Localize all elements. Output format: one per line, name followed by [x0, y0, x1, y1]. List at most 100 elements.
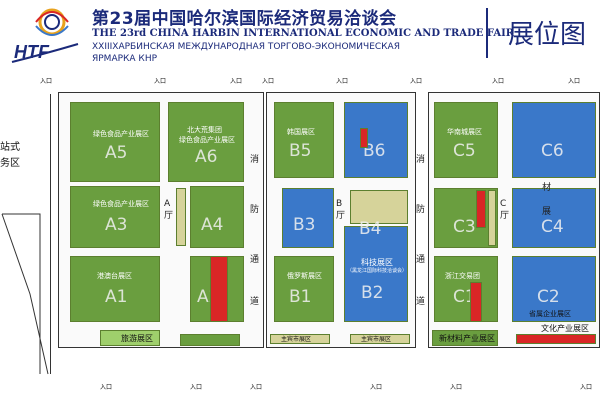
fire-corridor-char-4: 道 [250, 297, 260, 307]
zone-a6-label-1: 北大荒集团 [187, 126, 222, 134]
entrance-label: 入口 [190, 384, 203, 391]
entrance-label: 入口 [230, 78, 243, 85]
title-russian-line1: XXIIIХАРБИНСКАЯ МЕЖДУНАРОДНАЯ ТОРГОВО-ЭК… [92, 42, 400, 52]
zone-b4-yellow[interactable] [350, 190, 408, 224]
zone-c1-red-booth[interactable] [470, 282, 482, 322]
zone-b5[interactable]: 韩国展区 B5 [274, 102, 334, 178]
zone-a3-code: A3 [105, 215, 128, 235]
zone-a-yellow-strip[interactable] [176, 188, 186, 246]
zone-a4[interactable]: A4 [190, 186, 244, 248]
zone-b4-code: B4 [359, 219, 382, 239]
zone-a5-code: A5 [105, 143, 128, 163]
fire-corridor-right-char-4: 道 [416, 297, 426, 307]
service-area-label-2: 务区 [0, 158, 20, 169]
entrance-label: 入口 [492, 78, 505, 85]
title-chinese: 第23届中国哈尔滨国际经济贸易洽谈会 [92, 9, 397, 29]
zone-b6-red-booth[interactable] [360, 128, 368, 148]
logo-text: HTF [14, 42, 50, 62]
zone-b3[interactable]: B3 [282, 188, 334, 248]
zone-c4[interactable]: C4 [512, 188, 596, 248]
entrance-label: 入口 [154, 78, 167, 85]
entrance-label: 入口 [410, 78, 423, 85]
zone-b3-code: B3 [293, 215, 316, 235]
entrance-label: 入口 [336, 78, 349, 85]
zone-c5-label: 华南城展区 [447, 128, 482, 136]
zone-b6[interactable]: B6 [344, 102, 408, 178]
zone-a5-label: 绿色食品产业展区 [93, 130, 149, 138]
zone-a5[interactable]: 绿色食品产业展区 A5 [70, 102, 160, 182]
zone-main-market-2-label: 主宾市展区 [361, 336, 392, 343]
fire-corridor-char-3: 通 [250, 255, 260, 265]
entrance-label: 入口 [450, 384, 463, 391]
layout-title: 展位图 [508, 20, 587, 50]
zone-a2-red-booth[interactable] [210, 256, 228, 322]
material-label-char-2: 展 [542, 207, 552, 217]
fire-corridor-right-char-1: 消 [416, 155, 426, 165]
zone-b6-code: B6 [363, 141, 386, 161]
zone-culture[interactable]: 文化产业展区 [516, 324, 596, 344]
zone-new-material[interactable]: 新材料产业展区 [432, 330, 498, 346]
entrance-label: 入口 [262, 78, 275, 85]
zone-c2[interactable]: C2 省属企业展区 [512, 256, 596, 322]
zone-a6-code: A6 [195, 147, 218, 167]
fire-corridor-right-char-2: 防 [416, 205, 426, 215]
zone-a6-label-2: 绿色食品产业展区 [179, 136, 235, 144]
zone-b2-code: B2 [361, 283, 384, 303]
zone-b1-label: 俄罗斯展区 [287, 272, 322, 280]
floor-map: 站式 务区 入口 入口 入口 入口 入口 入口 入口 入口 绿色食品产业展区 A… [0, 72, 600, 400]
zone-b1[interactable]: 俄罗斯展区 B1 [274, 256, 334, 322]
entrance-label: 入口 [370, 384, 383, 391]
zone-c6-code: C6 [541, 141, 564, 161]
zone-a4-code: A4 [201, 215, 224, 235]
zone-c2-label: 省属企业展区 [529, 310, 571, 318]
zone-c6[interactable]: C6 [512, 102, 596, 178]
zone-a6[interactable]: 北大荒集团 绿色食品产业展区 A6 [168, 102, 244, 182]
zone-a1[interactable]: 港澳台展区 A1 [70, 256, 160, 322]
material-label-char-1: 材 [542, 183, 552, 193]
entrance-label: 入口 [100, 384, 113, 391]
zone-main-market-1-label: 主宾市展区 [281, 336, 312, 343]
zone-c5[interactable]: 华南城展区 C5 [434, 102, 498, 178]
zone-main-market-2[interactable]: 主宾市展区 [350, 334, 410, 344]
zone-b5-code: B5 [289, 141, 312, 161]
service-area-label-1: 站式 [0, 142, 20, 153]
entrance-label: 入口 [580, 384, 593, 391]
ramp-outline-icon [1, 213, 49, 375]
zone-a1-label: 港澳台展区 [97, 272, 132, 280]
zone-culture-label: 文化产业展区 [541, 324, 589, 333]
zone-main-market-1[interactable]: 主宾市展区 [270, 334, 330, 344]
htf-logo: HTF [8, 4, 84, 70]
zone-c3[interactable]: C3 [434, 188, 498, 248]
zone-c5-code: C5 [453, 141, 476, 161]
entrance-label: 入口 [568, 78, 581, 85]
zone-c1-label: 浙江交易团 [445, 272, 480, 280]
title-russian-line2: ЯРМАРКА КНР [92, 54, 158, 64]
zone-b2-label-1: 科技展区 [361, 258, 393, 267]
zone-new-material-label: 新材料产业展区 [439, 334, 495, 343]
zone-c3-red-booth[interactable] [476, 190, 486, 228]
fire-corridor-char-1: 消 [250, 155, 260, 165]
header: HTF 第23届中国哈尔滨国际经济贸易洽谈会 THE 23rd CHINA HA… [0, 0, 600, 72]
header-divider [486, 8, 488, 58]
zone-b2-label-2: （黑龙江国际科技洽谈会） [347, 268, 408, 274]
zone-a3[interactable]: 绿色食品产业展区 A3 [70, 186, 160, 248]
service-area-left: 站式 务区 [0, 94, 51, 375]
title-english: THE 23rd CHINA HARBIN INTERNATIONAL ECON… [92, 28, 515, 39]
fire-corridor-right-char-3: 通 [416, 255, 426, 265]
zone-a-bottom-strip[interactable] [180, 334, 240, 346]
entrance-label: 入口 [250, 384, 263, 391]
zone-c3-yellow-booth[interactable] [488, 190, 496, 246]
zone-c2-code: C2 [537, 287, 560, 307]
fire-corridor-char-2: 防 [250, 205, 260, 215]
zone-tourism[interactable]: 旅游展区 [100, 330, 160, 346]
zone-c1[interactable]: 浙江交易团 C1 [434, 256, 498, 322]
entrance-label: 入口 [40, 78, 53, 85]
zone-b1-code: B1 [289, 287, 312, 307]
zone-b4-b2[interactable]: B4 科技展区 （黑龙江国际科技洽谈会） B2 [344, 219, 408, 322]
logo-icon: HTF [11, 8, 79, 63]
zone-b5-label: 韩国展区 [287, 128, 315, 136]
zone-tourism-label: 旅游展区 [121, 334, 153, 343]
